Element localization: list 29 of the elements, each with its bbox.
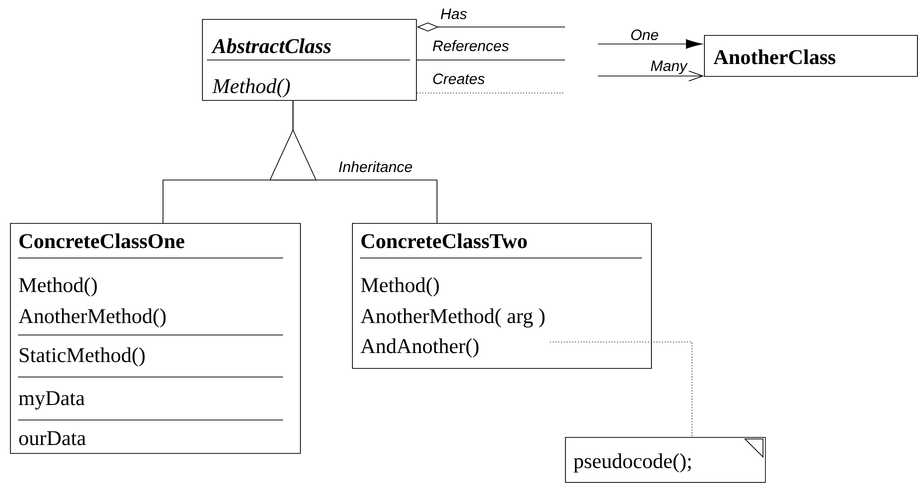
class-name: ConcreteClassTwo <box>361 233 527 248</box>
class-box <box>10 223 301 454</box>
class-box <box>202 19 417 101</box>
member-name: Method() <box>361 277 439 296</box>
note-line <box>550 342 692 438</box>
edge-label: Creates <box>433 74 485 84</box>
edge-label: Has <box>440 8 467 20</box>
member-name: AnotherMethod() <box>18 308 166 328</box>
class-name: ConcreteClassOne <box>19 233 184 248</box>
creation-line <box>416 92 566 94</box>
member-name: pseudocode(); <box>574 453 691 472</box>
class-name: AnotherClass <box>714 49 836 64</box>
class-box <box>352 223 652 369</box>
edge-label: References <box>432 40 509 52</box>
member-name: AnotherMethod( arg ) <box>360 308 545 328</box>
class-name: AbstractClass <box>211 38 331 54</box>
method-name: Method() <box>212 78 290 98</box>
member-name: AndAnother() <box>360 338 478 358</box>
arrow <box>598 70 704 82</box>
member-name: myData <box>18 391 85 410</box>
edge-label: Many <box>650 60 688 74</box>
member-name: StaticMethod() <box>20 347 145 366</box>
note-box <box>565 437 766 483</box>
edge-label: Inheritance <box>339 161 412 172</box>
member-name: Method() <box>19 277 97 296</box>
edge-label: One <box>631 30 658 40</box>
member-name: ourData <box>19 431 86 446</box>
arrow <box>598 39 702 49</box>
class-box <box>704 35 918 77</box>
